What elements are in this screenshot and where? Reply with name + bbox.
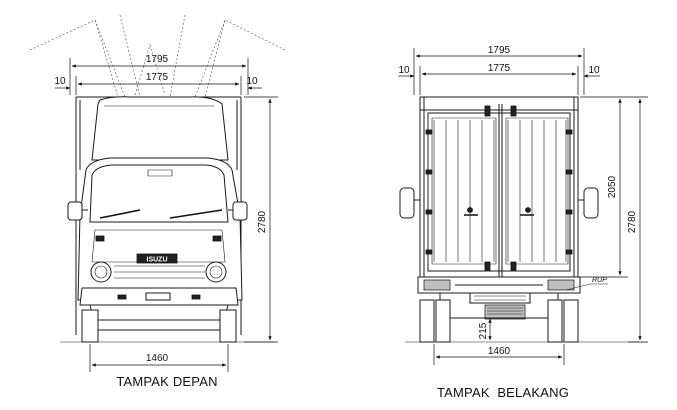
svg-text:2050: 2050: [607, 175, 618, 198]
rear-view-caption: TAMPAK BELAKANG: [437, 385, 569, 400]
rear-dim-offsets: 10 10: [398, 65, 600, 78]
rear-dim-body-width: 1775: [419, 63, 579, 95]
svg-text:RUP: RUP: [592, 277, 607, 284]
svg-text:1460: 1460: [488, 346, 511, 357]
front-view: ISUZU: [29, 14, 286, 389]
right-mirror: [232, 201, 248, 221]
front-dim-offsets: 10 10: [54, 76, 262, 90]
left-headlight: [90, 261, 112, 283]
svg-text:1460: 1460: [146, 353, 169, 364]
front-dim-height: 2780: [244, 96, 278, 343]
svg-text:2780: 2780: [627, 210, 638, 233]
rear-dim-track: 1460: [433, 344, 565, 365]
rear-view: RUP 1795 1775 10 10 2050: [398, 45, 648, 400]
svg-text:10: 10: [398, 65, 410, 76]
front-cab: ISUZU: [67, 157, 248, 306]
rear-dim-box-height: 2050: [580, 96, 628, 278]
front-view-caption: TAMPAK DEPAN: [116, 374, 217, 389]
svg-text:10: 10: [246, 76, 258, 87]
rear-right-lamp: [547, 279, 575, 291]
rear-wheels: [419, 299, 579, 343]
right-headlight: [205, 261, 227, 283]
emblem-plate: [136, 253, 178, 264]
svg-text:2780: 2780: [257, 210, 268, 233]
front-dim-body-width: 1775: [75, 72, 242, 95]
svg-text:1775: 1775: [146, 72, 169, 83]
svg-text:215: 215: [478, 322, 489, 339]
rear-chassis: [417, 276, 581, 320]
svg-text:10: 10: [54, 76, 66, 87]
left-mirror: [67, 201, 83, 221]
svg-text:1775: 1775: [488, 63, 511, 74]
windshield: [89, 164, 229, 223]
rear-left-lamp: [423, 279, 451, 291]
emblem-text: ISUZU: [147, 257, 168, 264]
front-box-body: [75, 96, 242, 335]
rear-dim-overall-height: 2780: [627, 96, 648, 343]
rear-box-body: [419, 96, 579, 278]
rear-dim-overall-width: 1795: [413, 45, 585, 95]
rear-underride-guard: [484, 304, 526, 320]
svg-text:1795: 1795: [146, 54, 169, 65]
rear-left-mirror: [399, 187, 415, 219]
rup-callout: RUP: [565, 277, 608, 291]
front-wheels: [81, 304, 237, 343]
svg-text:1795: 1795: [488, 45, 511, 56]
svg-text:10: 10: [588, 65, 600, 76]
front-dim-track: 1460: [89, 344, 229, 372]
rear-right-mirror: [583, 187, 599, 219]
rear-dim-ground-clearance: 215: [478, 318, 492, 341]
